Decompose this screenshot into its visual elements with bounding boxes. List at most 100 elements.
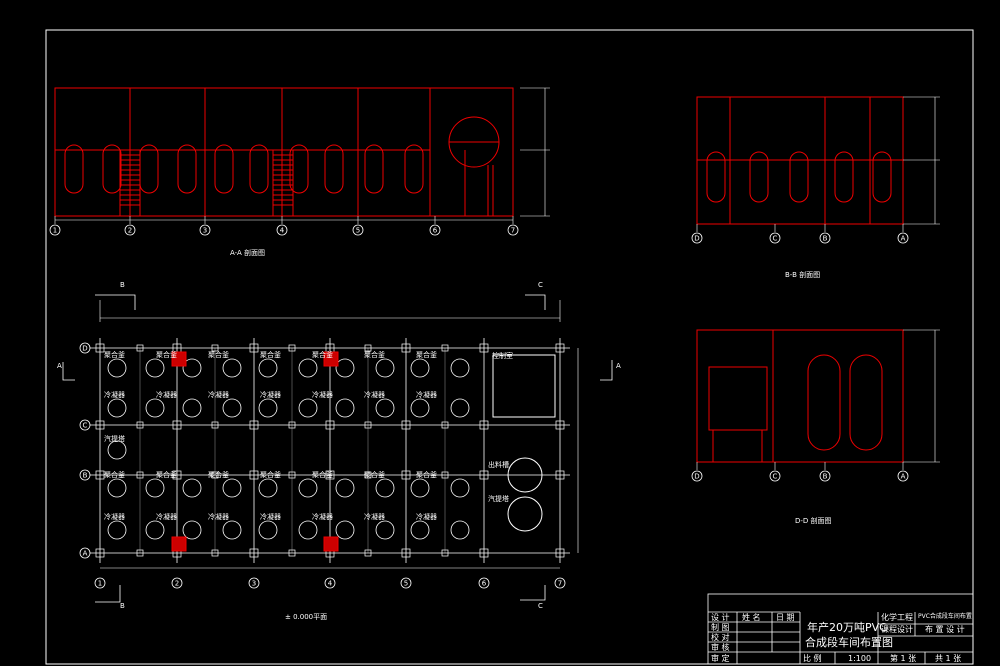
plan-label-row4: 聚合釜 (156, 471, 177, 479)
svg-text:6: 6 (433, 227, 438, 235)
plan-axis-col-1: 1 (94, 577, 106, 589)
axis-bubble-1: 1 (49, 224, 61, 236)
svg-text:3: 3 (252, 580, 256, 588)
plan-label-row5: 冷凝器 (104, 513, 125, 521)
plan-label-row4: 聚合釜 (208, 471, 229, 479)
vessel (289, 144, 309, 194)
vessel (789, 151, 809, 203)
vessel (324, 144, 344, 194)
vessel (404, 144, 424, 194)
svg-text:C: C (83, 422, 88, 430)
plan-label-row2: 冷凝器 (156, 391, 177, 399)
plan-label-row5: 冷凝器 (364, 513, 385, 521)
plan-label-row4: 聚合釜 (312, 471, 333, 479)
vessel (214, 144, 234, 194)
plan-label-row5: 冷凝器 (416, 513, 437, 521)
section-dd-caption: D-D 剖面图 (795, 517, 832, 525)
axis-bubble-3: 3 (199, 224, 211, 236)
plan-label-row1: 聚合釜 (156, 351, 177, 359)
plan-label-row2: 冷凝器 (416, 391, 437, 399)
plan-label-control-room: 控制室 (492, 352, 513, 360)
svg-text:2: 2 (128, 227, 132, 235)
bb-axis-C: C (769, 232, 781, 244)
section-bb-caption: B-B 剖面图 (785, 271, 821, 279)
dd-axis-D: D (691, 470, 703, 482)
svg-text:7: 7 (558, 580, 562, 588)
tb-row-check: 校 对 (711, 633, 730, 642)
tb-right-top-1: 化学工程 (881, 613, 913, 622)
vessel (139, 144, 159, 194)
bb-axis-D: D (691, 232, 703, 244)
section-mark-b-top: B (120, 281, 125, 289)
vessel (249, 144, 269, 194)
plan-label-stripper: 汽提塔 (104, 435, 125, 443)
bb-axis-B: B (819, 232, 831, 244)
plan-axis-col-6: 6 (478, 577, 490, 589)
plan-axis-row-B: B (79, 469, 91, 481)
section-mark-b-bottom: B (120, 602, 125, 610)
plan-label-row1: 聚合釜 (104, 351, 125, 359)
title-block (707, 593, 974, 665)
dd-axis-A: A (897, 470, 909, 482)
plan-axis-row-D: D (79, 342, 91, 354)
tb-scale-label: 比 例 (803, 654, 822, 663)
svg-text:A: A (901, 235, 906, 243)
vessel (177, 144, 197, 194)
vessel (834, 151, 854, 203)
axis-bubble-7: 7 (507, 224, 519, 236)
tb-header-date: 日 期 (776, 613, 795, 622)
axis-bubble-4: 4 (276, 224, 288, 236)
title-line-1: 年产20万吨PVC (807, 621, 887, 634)
floor-plan: 1 2 3 4 5 6 7 D C B A (62, 294, 613, 603)
plan-label-row5: 冷凝器 (208, 513, 229, 521)
plan-label-row1: 聚合釜 (364, 351, 385, 359)
dd-axis-C: C (769, 470, 781, 482)
svg-text:D: D (694, 473, 699, 481)
plan-axis-col-5: 5 (400, 577, 412, 589)
svg-text:3: 3 (203, 227, 207, 235)
svg-text:1: 1 (98, 580, 102, 588)
plan-label-row2: 冷凝器 (104, 391, 125, 399)
svg-text:A: A (83, 550, 88, 558)
section-mark-a-left: A (57, 362, 62, 370)
svg-text:1: 1 (53, 227, 57, 235)
tb-scale-value: 1:100 (848, 654, 872, 663)
tb-row-approve: 审 定 (711, 654, 730, 663)
svg-text:4: 4 (328, 580, 333, 588)
plan-label-row2: 冷凝器 (364, 391, 385, 399)
bb-axis-A: A (897, 232, 909, 244)
plan-label-row2: 冷凝器 (312, 391, 333, 399)
plan-label-tank-2: 汽提塔 (488, 495, 509, 503)
tb-row-draw: 制 图 (711, 623, 730, 632)
plan-label-row5: 冷凝器 (312, 513, 333, 521)
tb-sheet-total: 共 1 张 (935, 654, 962, 663)
tb-row-design: 设 计 (711, 613, 730, 622)
plan-axis-col-4: 4 (324, 577, 336, 589)
plan-label-row4: 聚合釜 (364, 471, 385, 479)
svg-text:2: 2 (175, 580, 179, 588)
svg-text:C: C (773, 235, 778, 243)
plan-label-row1: 聚合釜 (416, 351, 437, 359)
title-line-2: 合成段车间布置图 (805, 636, 893, 649)
plan-label-row4: 聚合釜 (260, 471, 281, 479)
plan-axis-col-3: 3 (248, 577, 260, 589)
tb-right-top-2: PVC合成段车间布置 (918, 613, 972, 620)
section-mark-a-right: A (616, 362, 621, 370)
svg-text:4: 4 (280, 227, 285, 235)
svg-text:D: D (694, 235, 699, 243)
plan-label-row5: 冷凝器 (260, 513, 281, 521)
plan-axis-row-A: A (79, 547, 91, 559)
plan-label-row1: 聚合釜 (312, 351, 333, 359)
axis-bubble-6: 6 (429, 224, 441, 236)
tb-row-review: 审 核 (711, 643, 730, 652)
vessel (364, 144, 384, 194)
svg-text:B: B (823, 473, 828, 481)
vessel (706, 151, 726, 203)
plan-axis-col-2: 2 (171, 577, 183, 589)
plan-label-tank-1: 出料槽 (488, 461, 509, 469)
vessel (749, 151, 769, 203)
axis-bubble-5: 5 (352, 224, 364, 236)
elevation-aa-caption: A-A 剖面图 (230, 249, 266, 257)
